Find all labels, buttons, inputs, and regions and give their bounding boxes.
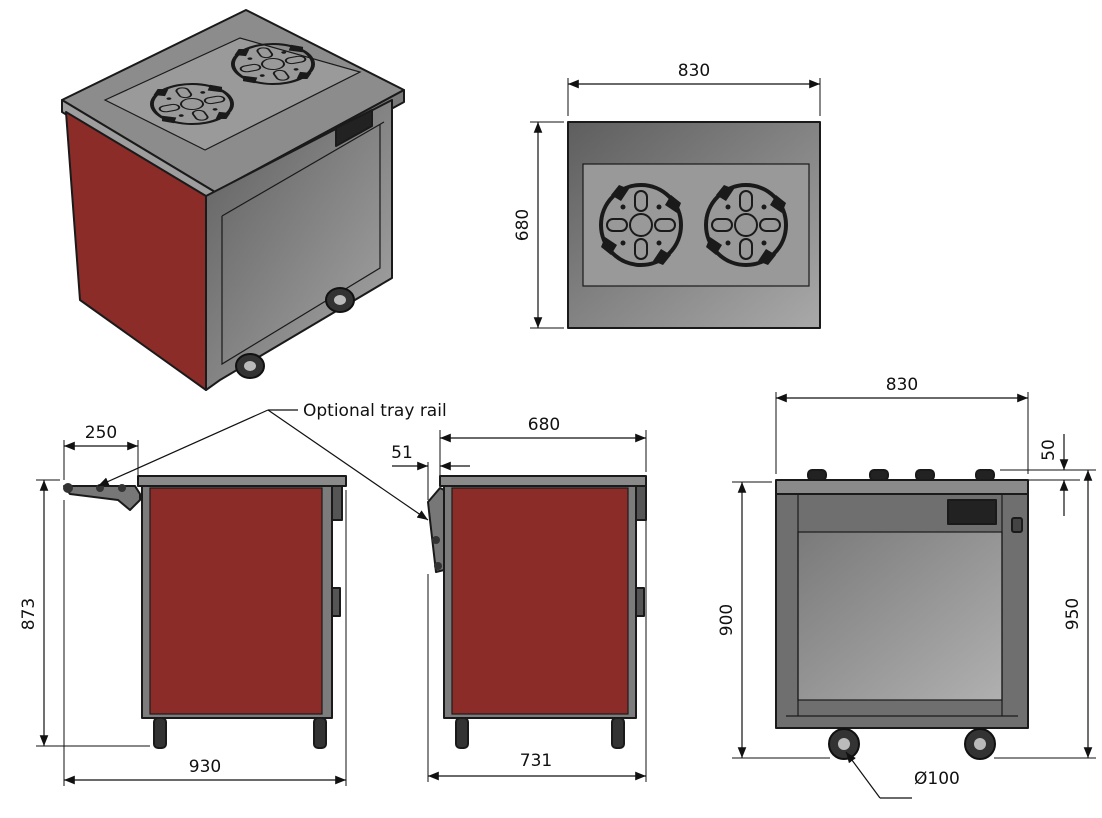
front-body-height-label: 900 [717, 604, 737, 636]
tray-rail-callout: Optional tray rail [97, 401, 447, 521]
front-total-height-label: 950 [1063, 598, 1083, 630]
top-width-label: 830 [678, 61, 710, 81]
side-length-label: 930 [189, 757, 221, 777]
top-depth-label: 680 [513, 209, 533, 241]
side-height-label: 873 [19, 598, 39, 630]
tray-rail-label: Optional tray rail [303, 401, 447, 421]
end-view: 51 680 731 [391, 415, 647, 782]
side-view: 250 873 930 [19, 423, 347, 786]
front-view: 830 50 900 950 Ø100 [717, 375, 1096, 799]
top-view: 830 680 [513, 61, 821, 329]
end-base-depth-label: 731 [520, 751, 552, 771]
end-offset-label: 51 [391, 443, 413, 463]
tray-rail-width-label: 250 [85, 423, 117, 443]
isometric-view [61, 9, 405, 391]
front-width-label: 830 [886, 375, 918, 395]
front-top-offset-label: 50 [1039, 439, 1059, 461]
castor-diameter-label: Ø100 [914, 769, 960, 789]
end-top-depth-label: 680 [528, 415, 560, 435]
